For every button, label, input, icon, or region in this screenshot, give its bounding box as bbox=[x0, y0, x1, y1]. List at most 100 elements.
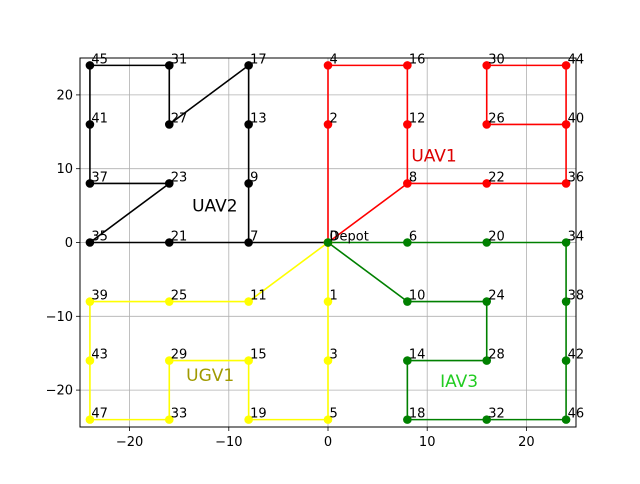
point-ugv1-19 bbox=[244, 415, 253, 424]
point-uav2-45 bbox=[85, 61, 95, 70]
point-uav1-4 bbox=[323, 61, 333, 70]
point-uav2-27 bbox=[164, 120, 174, 129]
point-ugv1-29 bbox=[164, 356, 174, 365]
point-ugv1-25 bbox=[164, 297, 174, 306]
node-label-19: 19 bbox=[250, 407, 267, 422]
node-label-41: 41 bbox=[91, 111, 108, 126]
node-label-43: 43 bbox=[91, 348, 108, 363]
x-tick-label: −10 bbox=[215, 435, 242, 450]
node-label-32: 32 bbox=[488, 407, 505, 422]
point-uav1-36 bbox=[561, 179, 571, 188]
point-ugv1-43 bbox=[85, 356, 95, 365]
point-ugv1-15 bbox=[244, 356, 253, 365]
point-ugv1-39 bbox=[85, 297, 95, 306]
node-label-20: 20 bbox=[488, 230, 505, 245]
node-label-18: 18 bbox=[409, 407, 426, 422]
point-uav1-12 bbox=[403, 120, 412, 129]
node-label-4: 4 bbox=[330, 52, 338, 67]
node-label-35: 35 bbox=[91, 230, 108, 245]
point-iav3-42 bbox=[561, 356, 571, 365]
point-ugv1-11 bbox=[244, 297, 253, 306]
point-uav2-23 bbox=[164, 179, 174, 188]
node-label-26: 26 bbox=[488, 111, 505, 126]
series-label-iav3: IAV3 bbox=[440, 372, 478, 392]
point-iav3-32 bbox=[482, 415, 492, 424]
point-uav2-41 bbox=[85, 120, 95, 129]
point-uav1-16 bbox=[403, 61, 412, 70]
node-label-24: 24 bbox=[488, 289, 505, 304]
y-tick-label: 0 bbox=[65, 236, 73, 251]
point-iav3-34 bbox=[561, 238, 571, 247]
node-label-45: 45 bbox=[91, 52, 108, 67]
point-uav1-2 bbox=[323, 120, 333, 129]
node-label-16: 16 bbox=[409, 52, 426, 67]
node-label-23: 23 bbox=[171, 170, 188, 185]
point-uav2-31 bbox=[164, 61, 174, 70]
series-label-uav2: UAV2 bbox=[192, 197, 237, 217]
series-label-uav1: UAV1 bbox=[411, 146, 456, 166]
point-uav1-22 bbox=[482, 179, 492, 188]
node-label-3: 3 bbox=[330, 348, 338, 363]
point-uav1-26 bbox=[482, 120, 492, 129]
point-uav2-17 bbox=[244, 61, 253, 70]
node-label-10: 10 bbox=[409, 289, 426, 304]
node-label-33: 33 bbox=[171, 407, 188, 422]
depot-label: Depot bbox=[330, 230, 369, 245]
y-tick-label: 20 bbox=[56, 88, 73, 103]
point-ugv1-1 bbox=[323, 297, 333, 306]
point-uav2-35 bbox=[85, 238, 95, 247]
x-tick-label: −20 bbox=[116, 435, 143, 450]
route-points bbox=[85, 61, 571, 424]
point-ugv1-3 bbox=[323, 356, 333, 365]
point-iav3-0 bbox=[323, 238, 333, 247]
node-label-13: 13 bbox=[250, 111, 267, 126]
point-uav1-44 bbox=[561, 61, 571, 70]
node-label-39: 39 bbox=[91, 289, 108, 304]
point-uav2-13 bbox=[244, 120, 253, 129]
x-tick-label: 10 bbox=[419, 435, 436, 450]
point-uav2-21 bbox=[164, 238, 174, 247]
point-uav1-8 bbox=[403, 179, 412, 188]
node-label-12: 12 bbox=[409, 111, 426, 126]
node-label-11: 11 bbox=[250, 289, 267, 304]
x-tick-label: 0 bbox=[324, 435, 332, 450]
node-label-30: 30 bbox=[488, 52, 505, 67]
y-tick-label: 10 bbox=[56, 162, 73, 177]
node-label-28: 28 bbox=[488, 348, 505, 363]
node-label-31: 31 bbox=[171, 52, 188, 67]
point-uav1-30 bbox=[482, 61, 492, 70]
node-label-25: 25 bbox=[171, 289, 188, 304]
node-label-0: 0 bbox=[330, 230, 338, 245]
point-ugv1-33 bbox=[164, 415, 174, 424]
route-iav3 bbox=[327, 241, 567, 421]
point-iav3-38 bbox=[561, 297, 571, 306]
node-label-27: 27 bbox=[171, 111, 188, 126]
point-iav3-28 bbox=[482, 356, 492, 365]
node-label-5: 5 bbox=[330, 407, 338, 422]
point-uav2-7 bbox=[244, 238, 253, 247]
point-iav3-46 bbox=[561, 415, 571, 424]
node-labels: 0123456789101112131415161718192021222324… bbox=[91, 52, 584, 421]
node-label-9: 9 bbox=[250, 170, 258, 185]
point-ugv1-5 bbox=[323, 415, 333, 424]
node-label-22: 22 bbox=[488, 170, 505, 185]
node-label-1: 1 bbox=[330, 289, 338, 304]
node-label-37: 37 bbox=[91, 170, 108, 185]
point-iav3-14 bbox=[403, 356, 412, 365]
point-iav3-6 bbox=[403, 238, 412, 247]
point-iav3-20 bbox=[482, 238, 492, 247]
y-tick-label: −20 bbox=[46, 384, 73, 399]
point-uav2-37 bbox=[85, 179, 95, 188]
point-uav2-9 bbox=[244, 179, 253, 188]
y-tick-label: −10 bbox=[46, 310, 73, 325]
x-tick-label: 20 bbox=[518, 435, 535, 450]
node-label-14: 14 bbox=[409, 348, 426, 363]
node-label-15: 15 bbox=[250, 348, 267, 363]
point-iav3-24 bbox=[482, 297, 492, 306]
node-label-6: 6 bbox=[409, 230, 417, 245]
route-ugv1 bbox=[89, 241, 329, 421]
point-ugv1-47 bbox=[85, 415, 95, 424]
